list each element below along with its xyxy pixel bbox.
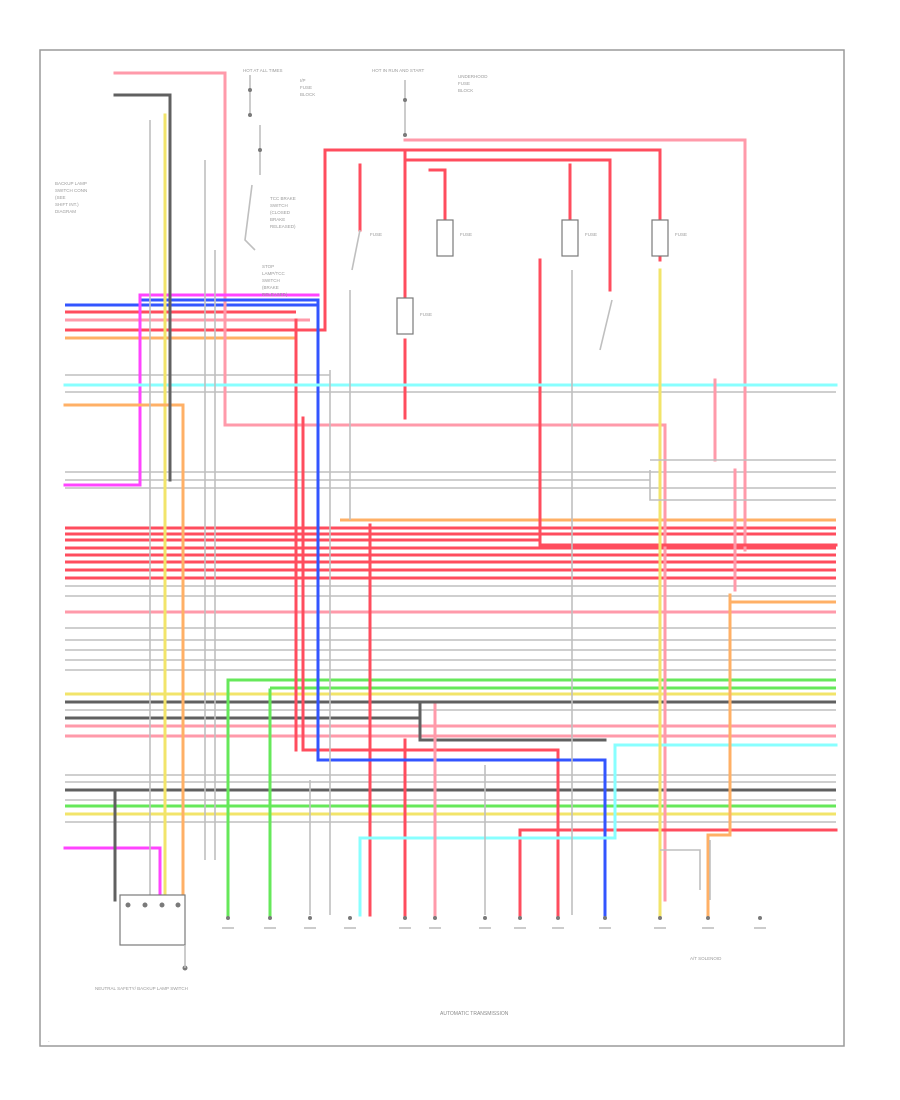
svg-text:SHIFT INT.): SHIFT INT.) — [55, 202, 79, 207]
connector-pin — [556, 916, 560, 920]
wire-red-g — [301, 416, 560, 917]
wire-red-f — [538, 258, 838, 547]
svg-text:DIAGRAM: DIAGRAM — [55, 209, 76, 214]
connector-pin — [706, 916, 710, 920]
connector-pin — [758, 916, 762, 920]
connector-pin — [483, 916, 487, 920]
svg-text:UNDERHOOD: UNDERHOOD — [458, 74, 488, 79]
svg-text:RELEASED): RELEASED) — [270, 224, 296, 229]
wire-black-3 — [418, 703, 607, 742]
wire-red-b — [428, 168, 447, 227]
svg-text:BLOCK: BLOCK — [300, 92, 315, 97]
connector-pin — [226, 916, 230, 920]
left-bottom-caption: NEUTRAL SAFETY/ BACKUP LAMP SWITCH — [95, 986, 188, 991]
svg-text:(SEE: (SEE — [55, 195, 66, 200]
svg-text:BLOCK: BLOCK — [458, 88, 473, 93]
connector-pin — [603, 916, 607, 920]
wire-black-1 — [113, 93, 172, 482]
svg-text:SWITCH CONN: SWITCH CONN — [55, 188, 87, 193]
svg-text:HOT AT ALL TIMES: HOT AT ALL TIMES — [243, 68, 283, 73]
svg-text:SWITCH: SWITCH — [270, 203, 288, 208]
svg-text:(BRAKE: (BRAKE — [262, 285, 279, 290]
svg-text:BRAKE: BRAKE — [270, 217, 285, 222]
solenoid-components: FUSE FUSE FUSE FUSE FUSE — [351, 219, 687, 351]
wire-blue — [138, 298, 607, 917]
wire-magenta-bottom — [63, 846, 162, 902]
pressure-switch-glyph — [660, 840, 711, 900]
connector-pin — [403, 916, 407, 920]
wire-red-power-top2 — [403, 138, 747, 552]
wire-red-power-bus — [308, 148, 327, 332]
svg-text:BACKUP LAMP: BACKUP LAMP — [55, 181, 87, 186]
solenoid-1 — [436, 219, 454, 257]
diagram-border — [39, 49, 845, 1047]
svg-text:FUSE: FUSE — [300, 85, 312, 90]
solenoid-2 — [396, 297, 414, 335]
connector-caption: A/T SOLENOID — [690, 956, 722, 961]
wire-orange-2 — [706, 593, 732, 917]
svg-text:RELEASED): RELEASED) — [262, 292, 288, 297]
left-connector-labels: BACKUP LAMP SWITCH CONN (SEE SHIFT INT.)… — [55, 181, 87, 214]
corner-tag: - — [48, 1039, 50, 1044]
wire-cyan-3 — [358, 743, 838, 840]
svg-text:HOT IN RUN AND START: HOT IN RUN AND START — [372, 68, 425, 73]
connector-pin — [348, 916, 352, 920]
connector-pin — [433, 916, 437, 920]
fuse-block-left: HOT AT ALL TIMES I/P FUSE BLOCK TCC BRAK… — [243, 68, 315, 297]
wire-orange — [63, 403, 185, 917]
connector-pin — [658, 916, 662, 920]
svg-text:FUSE: FUSE — [370, 232, 382, 237]
svg-text:I/P: I/P — [300, 78, 306, 83]
wire-magenta — [63, 293, 142, 487]
svg-text:TCC BRAKE: TCC BRAKE — [270, 196, 296, 201]
fuse-block-right: HOT IN RUN AND START UNDERHOOD FUSE BLOC… — [372, 68, 488, 137]
horizontal-wire-bus — [65, 303, 836, 823]
svg-text:STOP: STOP — [262, 264, 274, 269]
svg-text:(CLOSED: (CLOSED — [270, 210, 291, 215]
svg-text:LAMP/TCC: LAMP/TCC — [262, 271, 286, 276]
connector-pin — [308, 916, 312, 920]
svg-text:FUSE: FUSE — [675, 232, 687, 237]
svg-text:SWITCH: SWITCH — [262, 278, 280, 283]
neutral-safety-switch — [119, 894, 188, 971]
wire-red-power-mid — [403, 158, 612, 292]
wire-red-feed — [113, 71, 667, 902]
svg-text:FUSE: FUSE — [585, 232, 597, 237]
svg-text:FUSE: FUSE — [420, 312, 432, 317]
svg-text:FUSE: FUSE — [458, 81, 470, 86]
solenoid-4 — [651, 219, 669, 257]
bottom-connector-row — [222, 840, 766, 929]
vertical-wire-group — [63, 71, 838, 917]
bottom-title: AUTOMATIC TRANSMISSION — [440, 1011, 509, 1017]
solenoid-3 — [561, 219, 579, 257]
connector-pin — [518, 916, 522, 920]
connector-pin — [268, 916, 272, 920]
wire-gray-9 — [649, 470, 836, 501]
svg-text:FUSE: FUSE — [460, 232, 472, 237]
